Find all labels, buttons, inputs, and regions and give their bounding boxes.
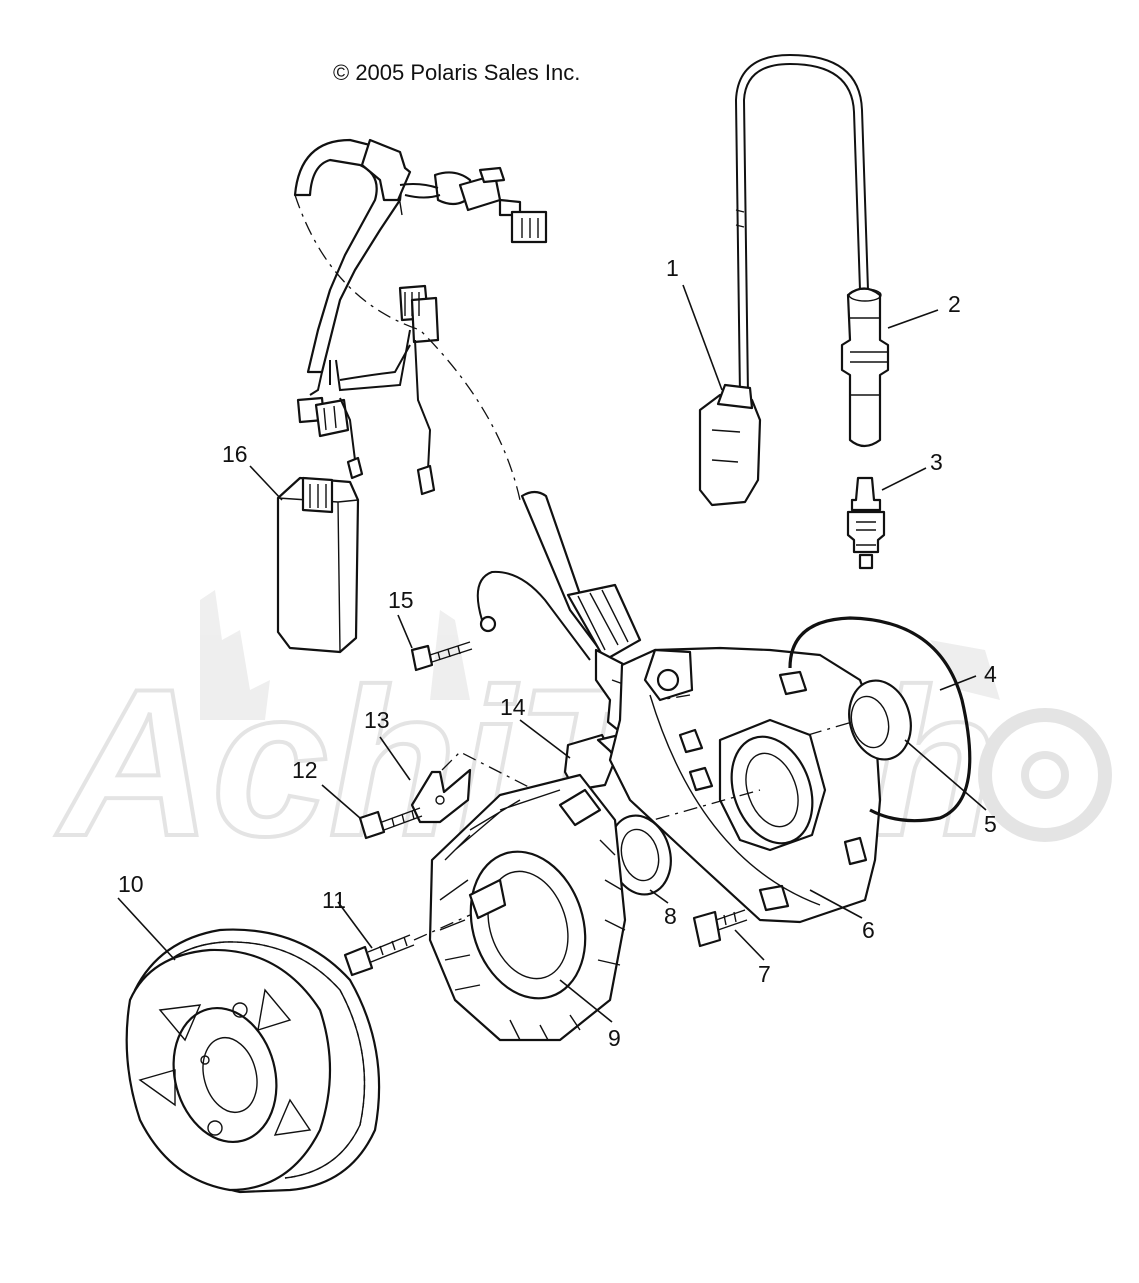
callout-4: 4 <box>984 661 997 687</box>
bracket-screw <box>358 807 423 840</box>
ignition-coil <box>698 53 869 507</box>
callout-13: 13 <box>364 707 390 733</box>
ground-screw <box>410 641 473 672</box>
spark-plug <box>846 476 886 570</box>
callout-2: 2 <box>948 291 961 317</box>
plate-bolt <box>692 909 748 948</box>
callout-9: 9 <box>608 1025 621 1051</box>
stator <box>428 773 627 1042</box>
callout-6: 6 <box>862 917 875 943</box>
stator-bolt <box>343 914 471 977</box>
callout-12: 12 <box>292 757 318 783</box>
cdi-module <box>276 476 360 654</box>
callout-16: 16 <box>222 441 248 467</box>
callouts: 1 2 3 4 5 6 7 8 9 10 11 12 13 14 15 16 <box>118 255 997 1051</box>
copyright-text: © 2005 Polaris Sales Inc. <box>333 60 580 85</box>
o-ring <box>788 616 972 823</box>
callout-3: 3 <box>930 449 943 475</box>
callout-1: 1 <box>666 255 679 281</box>
flywheel <box>125 928 381 1194</box>
wiring-harness <box>293 138 548 501</box>
callout-14: 14 <box>500 694 526 720</box>
stator-plate <box>599 646 882 924</box>
callout-15: 15 <box>388 587 414 613</box>
callout-11: 11 <box>322 887 346 913</box>
callout-10: 10 <box>118 871 144 897</box>
callout-5: 5 <box>984 811 997 837</box>
callout-7: 7 <box>758 961 771 987</box>
spark-plug-cap <box>840 287 890 448</box>
callout-8: 8 <box>664 903 677 929</box>
crank-seal <box>807 679 912 761</box>
leader-lines <box>117 284 987 1023</box>
